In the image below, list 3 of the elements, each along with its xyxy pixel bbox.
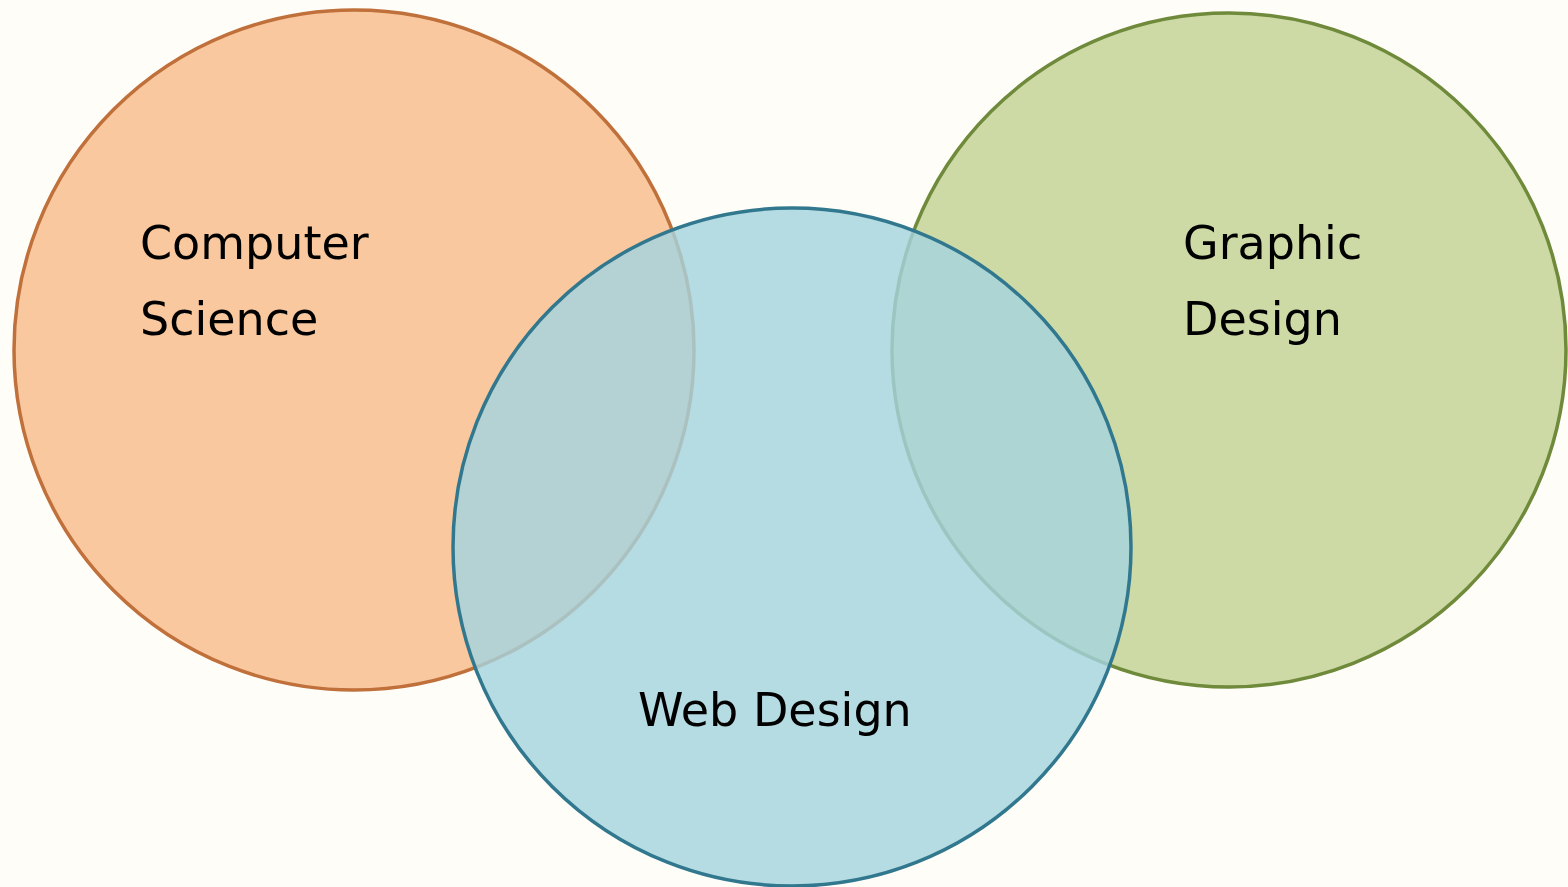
circle-label: Web Design (638, 682, 913, 739)
circle-label: Computer Science (140, 215, 370, 348)
circle-label: Graphic Design (1183, 215, 1364, 348)
